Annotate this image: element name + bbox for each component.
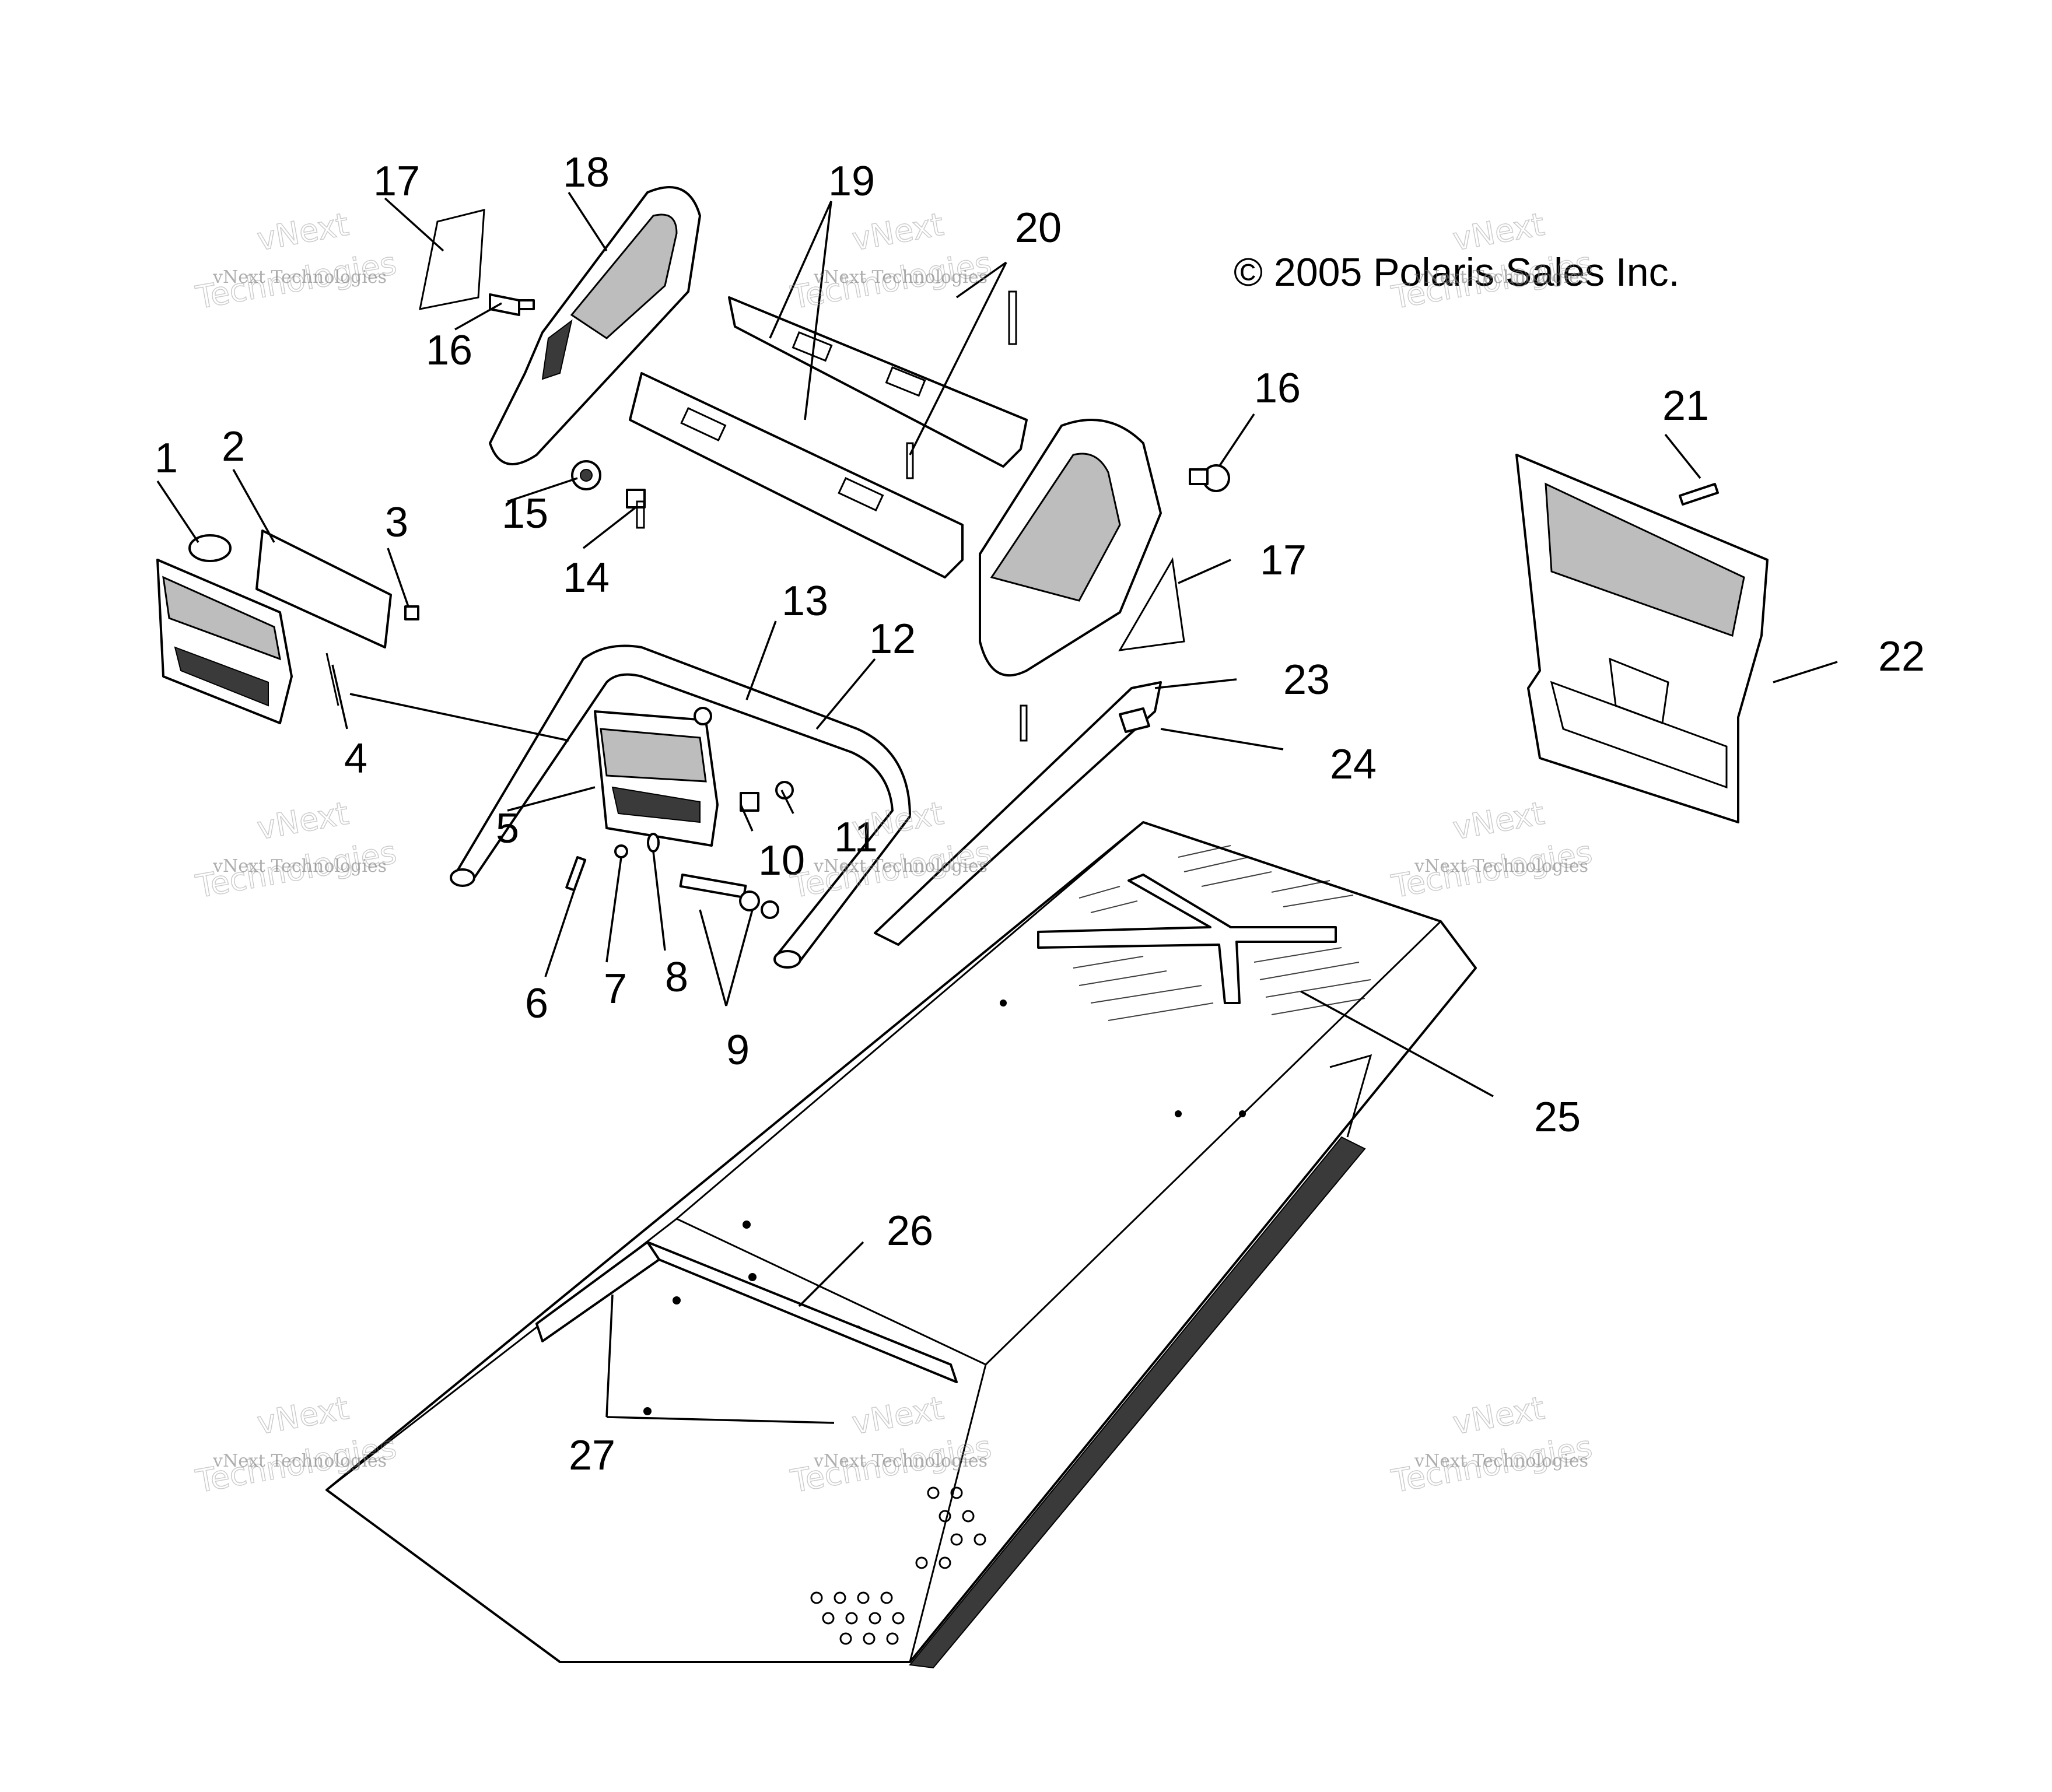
watermark-small: vNext Technologies <box>813 1451 988 1471</box>
leader-lines <box>156 192 1838 1424</box>
watermark-small: vNext Technologies <box>212 856 387 876</box>
callout-14: 14 <box>563 555 610 601</box>
callout-3: 3 <box>385 499 408 546</box>
callout-2: 2 <box>222 423 245 470</box>
callout-24: 24 <box>1330 741 1377 788</box>
watermark-large: vNext <box>254 795 351 847</box>
watermark-small: vNext Technologies <box>1414 267 1588 287</box>
watermark-large: vNext <box>849 206 946 258</box>
tail-light-5 <box>594 710 719 847</box>
grab-handle-right <box>979 419 1162 677</box>
callout-1: 1 <box>155 435 178 482</box>
side-channel <box>535 1241 660 1342</box>
watermark-large: vNext <box>254 1390 351 1442</box>
callout-5: 5 <box>496 805 519 852</box>
rear-bumper <box>450 644 911 969</box>
callout-23: 23 <box>1283 657 1330 703</box>
sticker-17-left <box>419 209 485 310</box>
watermark-small: vNext Technologies <box>212 1451 387 1471</box>
callout-8: 8 <box>665 954 688 1001</box>
rail-clip <box>1119 707 1150 733</box>
bulb <box>188 534 232 562</box>
rail-piece <box>874 681 1162 946</box>
callout-18: 18 <box>563 149 610 196</box>
rear-flap <box>1515 454 1769 823</box>
callout-21: 21 <box>1662 383 1709 429</box>
callout-16-left: 16 <box>426 327 472 374</box>
grab-handle-left <box>489 186 701 465</box>
watermark-small: vNext Technologies <box>1414 1451 1588 1471</box>
callout-6: 6 <box>525 980 548 1027</box>
lens-gasket <box>255 529 392 648</box>
callout-4: 4 <box>344 735 367 782</box>
callout-11: 11 <box>834 814 878 861</box>
callout-12: 12 <box>869 616 916 662</box>
copyright-notice: © 2005 Polaris Sales Inc. <box>1234 250 1680 294</box>
callout-13: 13 <box>782 578 828 625</box>
tunnel-perforations <box>810 1486 986 1645</box>
watermark-small: vNext Technologies <box>813 267 988 287</box>
watermark-large: vNext <box>254 206 351 258</box>
callout-17-left: 17 <box>373 158 420 205</box>
callout-labels: 1 2 3 4 5 6 7 8 9 10 11 12 13 14 15 16 1… <box>155 149 1925 1479</box>
callout-26: 26 <box>887 1208 933 1254</box>
watermark-large: vNext <box>1450 1390 1547 1442</box>
callout-25: 25 <box>1534 1094 1581 1141</box>
watermark-small: vNext Technologies <box>212 267 387 287</box>
callout-22: 22 <box>1878 633 1925 680</box>
callout-17-right: 17 <box>1260 537 1307 584</box>
callout-19: 19 <box>828 158 875 205</box>
callout-7: 7 <box>604 966 627 1012</box>
callout-20: 20 <box>1015 205 1062 251</box>
watermark-small: vNext Technologies <box>813 856 988 876</box>
screw-3 <box>404 605 419 620</box>
watermark-large: vNext <box>1450 795 1547 847</box>
callout-9: 9 <box>726 1027 750 1074</box>
hardware <box>489 290 1719 919</box>
tunnel-assembly <box>325 821 1477 1669</box>
sticker-17-right <box>1118 557 1185 651</box>
tail-light-housing <box>156 529 419 724</box>
callout-16-right: 16 <box>1254 365 1301 412</box>
callout-15: 15 <box>502 490 548 537</box>
callout-10: 10 <box>758 837 805 884</box>
watermark-small: vNext Technologies <box>1414 856 1588 876</box>
tunnel-hatching <box>1073 845 1371 1021</box>
cover-panels <box>629 296 1028 578</box>
callout-27: 27 <box>569 1432 615 1479</box>
watermark-large: vNext <box>849 795 946 847</box>
